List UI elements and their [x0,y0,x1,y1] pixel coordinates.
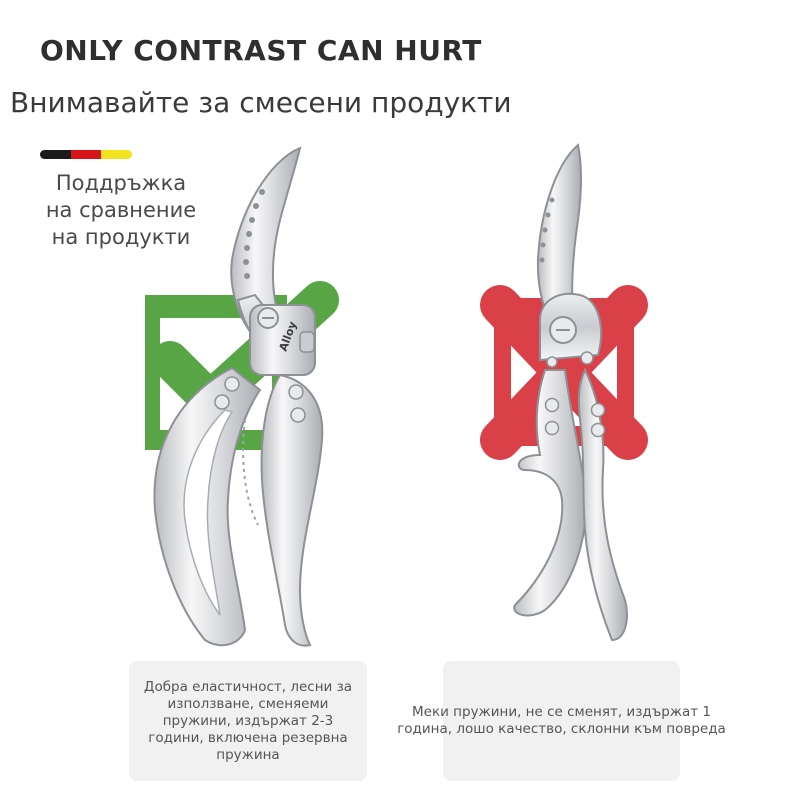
page-title: ONLY CONTRAST CAN HURT [40,34,482,67]
caption-line: година, лошо качество, склонни към повре… [397,721,726,737]
caption-line: използване, сменяеми [167,695,329,712]
caption-line: пружини, издържат 2-3 [162,712,334,729]
flag-stripe-gold [101,150,132,159]
page-subtitle: Внимавайте за смесени продукти [10,86,512,119]
caption-line: Добра еластичност, лесни за [143,678,353,695]
bad-kitchen-scissors [513,143,628,642]
flag-stripe-black [40,150,71,159]
good-kitchen-scissors: Alloy [153,146,324,647]
side-note-line: Поддръжка [55,171,187,195]
bad-product-caption: Меки пружини, не се сменят, издържат 1 г… [397,661,726,781]
flag-stripe-red [70,150,102,159]
side-note-line: на продукти [51,225,191,249]
side-note-line: на сравнение [45,198,197,222]
caption-line: Меки пружини, не се сменят, издържат 1 [412,704,711,720]
caption-line: години, включена резервна [148,729,348,746]
caption-line: пружина [216,746,280,763]
german-flag-stripe [40,150,132,159]
good-product-caption: Добра еластичност, лесни за използване, … [129,661,367,781]
comparison-support-note: Поддръжка на сравнение на продукти [36,170,206,251]
